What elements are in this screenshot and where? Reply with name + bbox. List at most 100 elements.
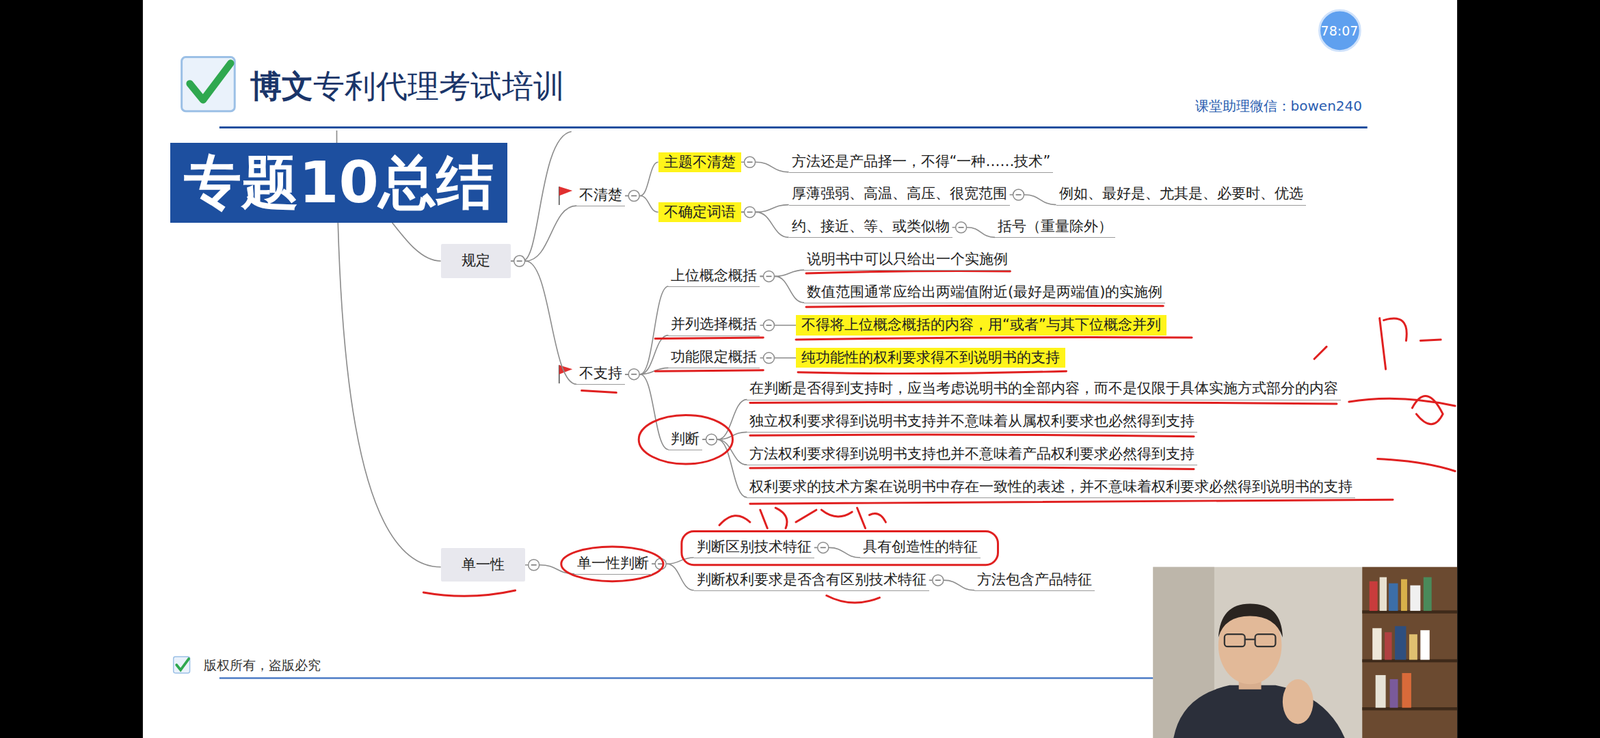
book [1384, 632, 1392, 660]
collapse-circle [514, 255, 526, 267]
collapse-toggle [763, 352, 775, 364]
book [1379, 577, 1387, 612]
footer-logo-check [176, 659, 189, 671]
topic-node: 判断权利要求是否含有区别技术特征 [694, 570, 930, 592]
topic-node: 例如、最好是、尤其是、必要时、优选 [1056, 183, 1306, 206]
branch-connector [624, 162, 658, 196]
collapse-minus [747, 211, 753, 214]
collapse-toggle [763, 270, 775, 282]
collapse-circle [528, 560, 540, 571]
topic-node: 具有创造性的特征 [860, 537, 981, 559]
book [1369, 581, 1378, 612]
red-scribble [1314, 346, 1327, 359]
header-rule [219, 126, 1368, 129]
assistant-contact: 课堂助理微信：bowen240 [1195, 97, 1363, 115]
red-underline [797, 371, 1066, 374]
collapse-minus [765, 276, 772, 278]
topic-node: 数值范围通常应给出两端值附近(最好是两端值)的实施例 [804, 282, 1166, 304]
collapse-toggle [932, 575, 944, 586]
branch-connector [702, 439, 747, 498]
collapse-circle [763, 270, 775, 282]
branch-connector [624, 335, 669, 375]
book [1420, 630, 1430, 660]
collapse-toggle [744, 206, 756, 218]
collapse-circle [655, 558, 666, 570]
collapse-minus [820, 547, 826, 550]
topic-node: 并列选择概括 [668, 314, 760, 336]
red-scribble [1377, 459, 1456, 472]
branch-connector [510, 261, 577, 385]
topic-node: 功能限定概括 [668, 347, 760, 369]
red-underline [826, 596, 880, 604]
node-text: 主题不清楚 [663, 153, 736, 171]
branch-connector [702, 400, 747, 441]
highlight-box: 主题不清楚 [658, 152, 742, 173]
book [1409, 634, 1418, 660]
logo-frame [181, 57, 236, 112]
book [1375, 675, 1386, 709]
red-underline [423, 590, 515, 597]
collapse-minus [765, 324, 772, 327]
red-underline [806, 271, 1010, 274]
red-scribble [1379, 318, 1386, 370]
node-text: 约、接近、等、或类似物 [791, 218, 950, 236]
collapse-toggle [628, 369, 640, 381]
node-text: 数值范围通常应给出两端值附近(最好是两端值)的实施例 [806, 283, 1163, 301]
collapse-minus [935, 579, 941, 582]
bookshelf [1362, 567, 1458, 738]
topic-node: 判断 [668, 429, 703, 451]
black-side-bar [0, 0, 143, 738]
node-text: 判断区别技术特征 [696, 538, 812, 556]
collapse-minus [747, 161, 753, 163]
node-text: 方法权利要求得到说明书支持也并不意味着产品权利要求必然得到支持 [749, 445, 1195, 463]
collapse-minus [631, 195, 637, 197]
topic-node: 方法包含产品特征 [974, 570, 1095, 592]
red-underline [655, 370, 764, 372]
collapse-toggle [955, 222, 967, 234]
node-text: 厚薄强弱、高温、高压、很宽范围 [791, 185, 1008, 203]
collapse-minus [765, 357, 772, 359]
collapse-circle [705, 434, 717, 446]
red-box [681, 531, 999, 566]
collapse-circle [744, 156, 756, 168]
branch-box: 单一性 [441, 548, 526, 582]
topic-node: 上位概念概括 [668, 265, 760, 288]
book [1409, 585, 1421, 612]
node-text: 上位概念概括 [670, 267, 757, 285]
topic-node: 不清楚 [576, 185, 625, 207]
flag-icon [559, 186, 573, 196]
collapse-minus [1016, 194, 1022, 196]
red-underline [581, 391, 617, 394]
highlight-box: 不确定词语 [658, 202, 742, 223]
collapse-circle [955, 222, 967, 234]
node-text: 独立权利要求得到说明书支持并不意味着从属权利要求也必然得到支持 [749, 412, 1195, 431]
collapse-toggle [528, 560, 540, 571]
node-text: 判断 [670, 430, 700, 448]
timer-badge [1319, 10, 1361, 52]
presenter-glasses [1255, 634, 1276, 647]
topic-node: 约、接近、等、或类似物 [789, 216, 953, 238]
branch-box: 规定 [441, 244, 511, 278]
collapse-minus [708, 438, 714, 441]
red-scribble [1420, 339, 1441, 341]
collapse-toggle [763, 320, 775, 331]
logo-check [190, 63, 232, 101]
collapse-toggle [744, 156, 756, 168]
node-text: 单一性判断 [577, 555, 649, 573]
node-text: 纯功能性的权利要求得不到说明书的支持 [801, 349, 1060, 367]
collapse-circle [628, 369, 640, 381]
collapse-circle [817, 542, 829, 554]
presenter-body [1173, 685, 1345, 738]
black-side-bar [1457, 0, 1600, 738]
topic-node: 在判断是否得到支持时，应当考虑说明书的全部内容，而不是仅限于具体实施方式部分的内… [746, 378, 1341, 400]
presenter-hand [1282, 679, 1314, 725]
node-text: 权利要求的技术方案在说明书中存在一致性的表述，并不意味着权利要求必然得到说明书的… [749, 478, 1353, 496]
book [1394, 626, 1406, 660]
book [1401, 579, 1408, 612]
collapse-minus [958, 227, 965, 229]
topic-node: 判断区别技术特征 [694, 537, 815, 559]
collapse-circle [744, 206, 756, 218]
collapse-circle [1013, 189, 1025, 201]
collapse-circle [763, 352, 775, 364]
